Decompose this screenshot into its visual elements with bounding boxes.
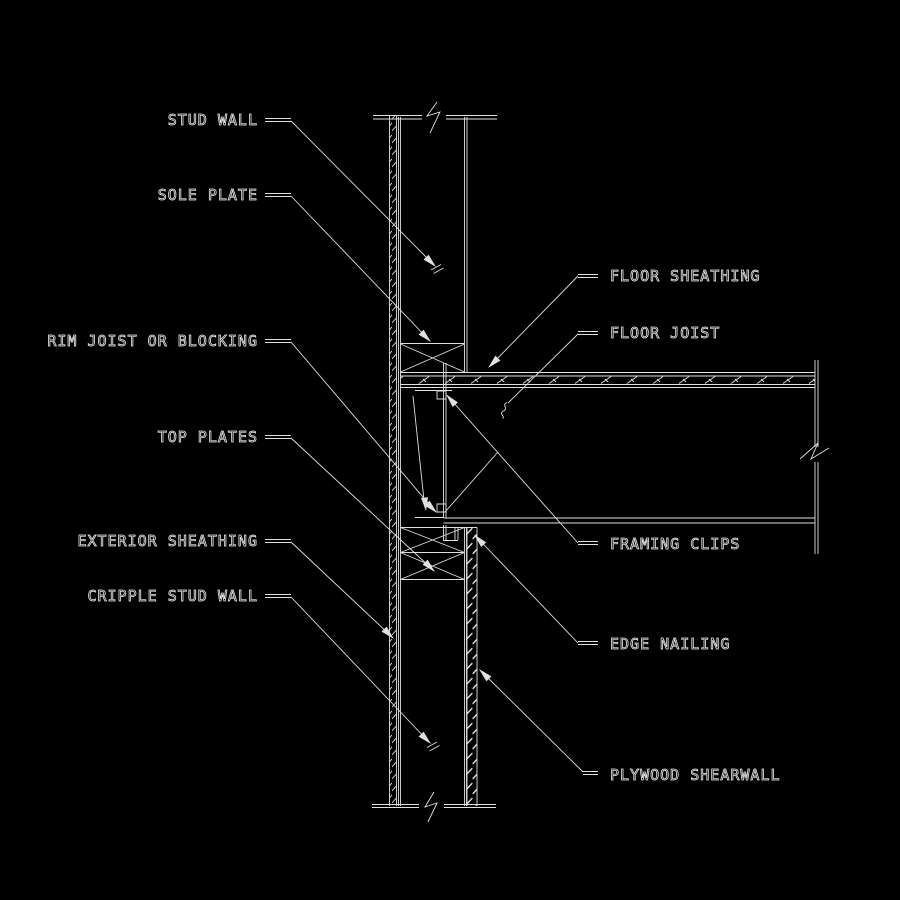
floor-joist-squiggle xyxy=(501,402,508,419)
exterior-sheathing-strip xyxy=(389,115,397,806)
leader-cripple-stud-wall xyxy=(265,594,440,752)
leader-floor-sheathing xyxy=(488,274,598,368)
leader-stud-wall xyxy=(265,118,444,274)
bottom-break-line xyxy=(372,791,496,823)
clip-connector-line xyxy=(412,395,425,506)
label-edge-nailing: EDGE NAILING xyxy=(610,635,730,653)
plywood-shearwall-strip xyxy=(466,527,478,806)
joist-end-zigzag xyxy=(799,442,830,461)
leader-sole-plate xyxy=(265,193,431,342)
floor-sheathing-band xyxy=(400,372,815,388)
leader-rim-joist xyxy=(265,339,437,513)
leader-framing-clips xyxy=(446,394,598,545)
label-floor-joist: FLOOR JOIST xyxy=(610,324,720,342)
top-plates-section xyxy=(400,525,477,580)
callout-labels: STUD WALL SOLE PLATE RIM JOIST OR BLOCKI… xyxy=(47,111,781,785)
floor-joist-end-break xyxy=(799,360,830,554)
top-break-zigzag xyxy=(425,101,441,134)
framing-clip-top xyxy=(415,390,452,400)
label-sole-plate: SOLE PLATE xyxy=(158,186,258,204)
label-stud-wall: STUD WALL xyxy=(168,111,258,129)
bottom-break-zigzag xyxy=(423,791,438,823)
leader-edge-nailing xyxy=(474,534,598,645)
label-exterior-sheathing: EXTERIOR SHEATHING xyxy=(77,532,258,550)
floor-joist-bottom-line xyxy=(443,517,816,524)
label-floor-sheathing: FLOOR SHEATHING xyxy=(610,267,760,285)
leader-top-plates xyxy=(265,435,435,572)
label-rim-joist: RIM JOIST OR BLOCKING xyxy=(47,332,258,350)
rim-joist-blocking xyxy=(443,363,499,518)
label-cripple-stud-wall: CRIPPLE STUD WALL xyxy=(87,587,258,605)
label-framing-clips: FRAMING CLIPS xyxy=(610,535,740,553)
leader-plywood-shearwall xyxy=(479,669,598,775)
sole-plate-section xyxy=(400,343,465,373)
leader-floor-joist xyxy=(501,331,598,419)
label-plywood-shearwall: PLYWOOD SHEARWALL xyxy=(610,766,781,784)
leader-exterior-sheathing xyxy=(265,539,394,639)
top-break-line xyxy=(373,101,497,134)
label-top-plates: TOP PLATES xyxy=(158,428,258,446)
